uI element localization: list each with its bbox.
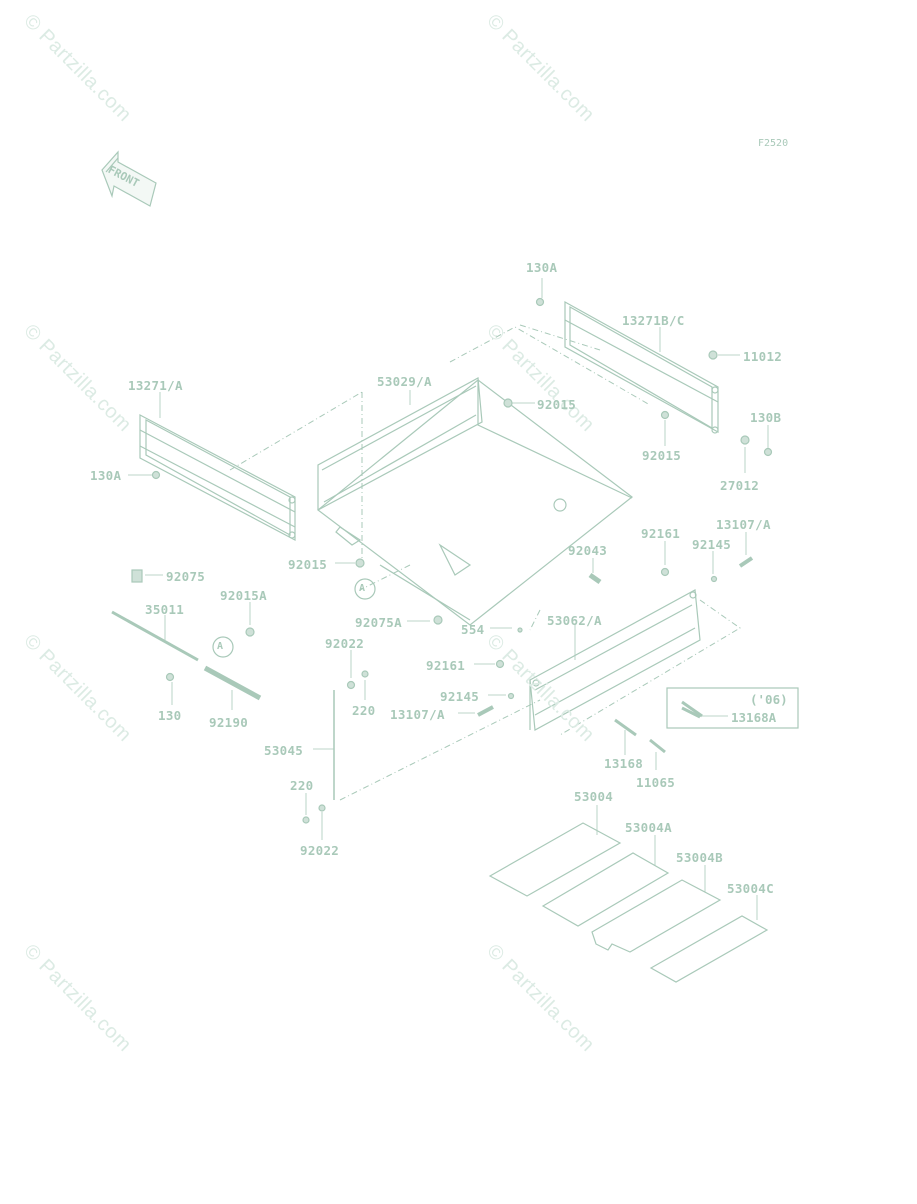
- part-label[interactable]: 92161: [426, 658, 466, 673]
- part-label[interactable]: 53004: [574, 789, 614, 804]
- part-label[interactable]: 92015: [642, 448, 682, 463]
- leader-lines: [128, 278, 769, 920]
- part-label[interactable]: 220: [290, 778, 314, 793]
- reference-marker: A: [217, 641, 224, 652]
- part-label[interactable]: 27012: [720, 478, 760, 493]
- part-label[interactable]: 130A: [526, 260, 558, 275]
- part-label[interactable]: 11012: [743, 349, 783, 364]
- note-part-label[interactable]: 13168A: [731, 710, 777, 725]
- right-gate-drawing: [564, 300, 719, 434]
- part-label[interactable]: 130: [158, 708, 182, 723]
- fastener-dots: [131, 297, 773, 824]
- part-label[interactable]: 92190: [209, 715, 249, 730]
- part-label[interactable]: 554: [461, 622, 485, 637]
- floor-panels-drawing: [488, 822, 769, 983]
- part-label[interactable]: 92075A: [355, 615, 402, 630]
- part-label[interactable]: 35011: [145, 602, 185, 617]
- part-label[interactable]: 13107/A: [390, 707, 445, 722]
- part-label[interactable]: 92022: [325, 636, 365, 651]
- part-label[interactable]: 130B: [750, 410, 782, 425]
- part-label[interactable]: 92015A: [220, 588, 267, 603]
- part-label[interactable]: 92015: [537, 397, 577, 412]
- part-label[interactable]: 53004B: [676, 850, 723, 865]
- part-label[interactable]: 92145: [692, 537, 732, 552]
- part-label[interactable]: 13271B/C: [622, 313, 685, 328]
- part-label[interactable]: 13107/A: [716, 517, 771, 532]
- part-label[interactable]: 92075: [166, 569, 206, 584]
- part-label[interactable]: 92015: [288, 557, 328, 572]
- note-year: ('06): [750, 692, 788, 707]
- part-label[interactable]: 92043: [568, 543, 608, 558]
- part-label[interactable]: 92145: [440, 689, 480, 704]
- part-label[interactable]: 92161: [641, 526, 681, 541]
- part-label[interactable]: 220: [352, 703, 376, 718]
- part-label[interactable]: 53004A: [625, 820, 672, 835]
- part-label[interactable]: 53004C: [727, 881, 774, 896]
- part-label[interactable]: 130A: [90, 468, 122, 483]
- reference-marker: A: [359, 583, 366, 594]
- rods-drawing: [111, 556, 754, 800]
- part-label[interactable]: 13271/A: [128, 378, 183, 393]
- side-rail-drawing: [529, 589, 701, 731]
- diagram-code: F2520: [758, 138, 789, 149]
- part-label[interactable]: 13168: [604, 756, 644, 771]
- note-box: [666, 687, 799, 729]
- part-label[interactable]: 92022: [300, 843, 340, 858]
- part-label[interactable]: 53029/A: [377, 374, 432, 389]
- left-gate-drawing: [139, 414, 296, 541]
- part-label[interactable]: 11065: [636, 775, 676, 790]
- cargo-bed-drawing: [317, 377, 633, 626]
- part-label[interactable]: 53045: [264, 743, 304, 758]
- front-arrow-icon: [101, 150, 157, 207]
- projection-lines: [229, 324, 741, 801]
- part-label[interactable]: 53062/A: [547, 613, 602, 628]
- reference-marker-icons: [212, 578, 376, 658]
